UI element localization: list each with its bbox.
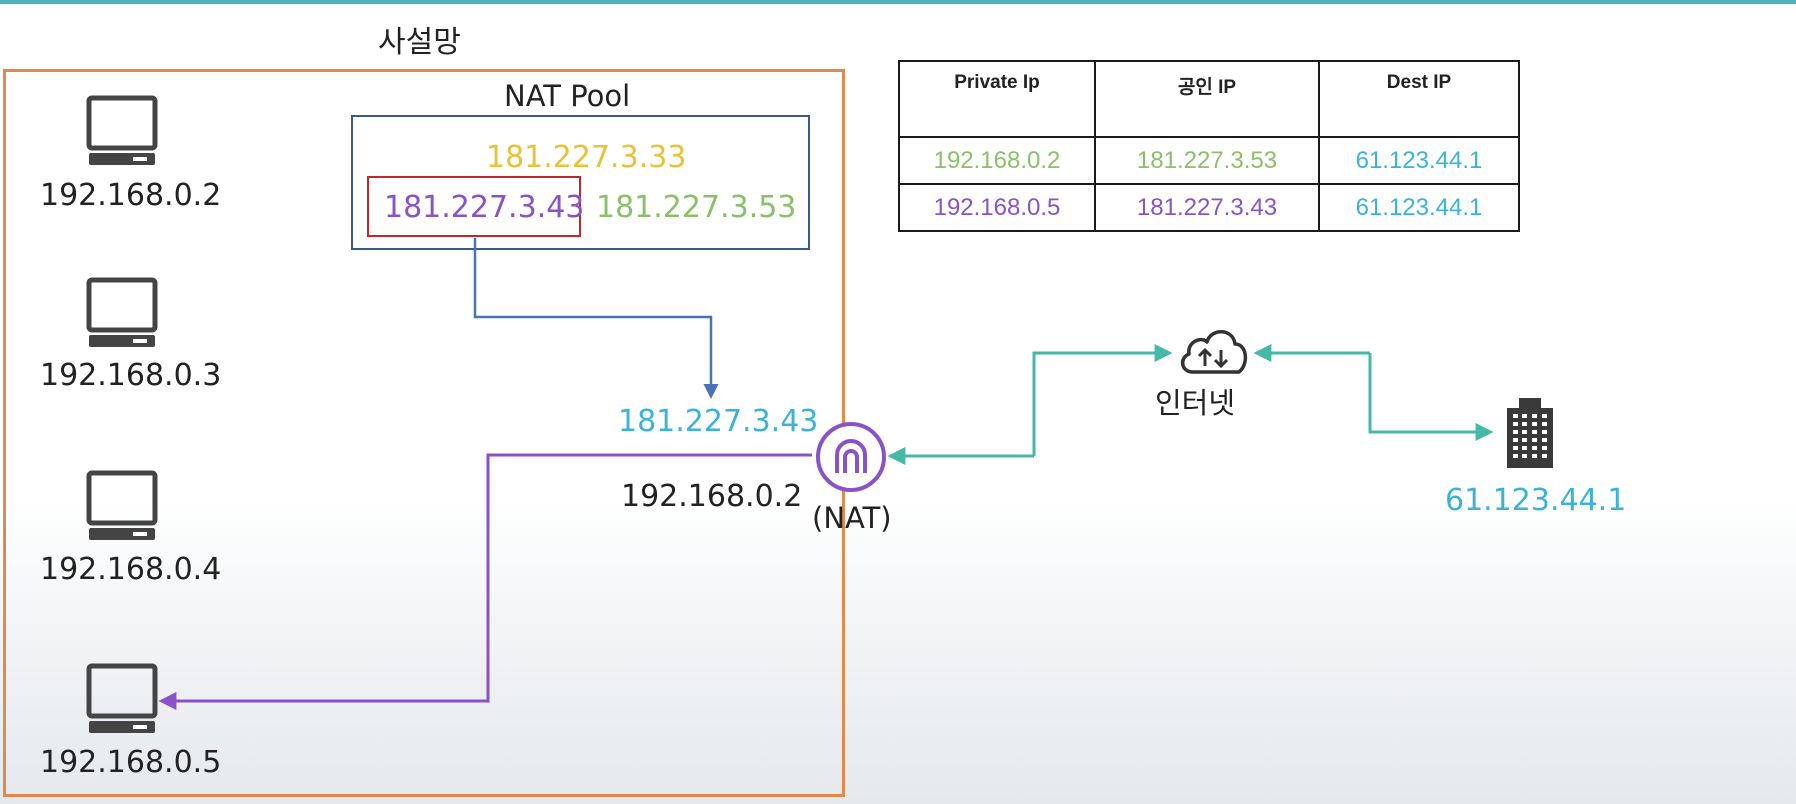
- computer-icon: [85, 277, 159, 351]
- header-public-ip: 공인 IP: [1094, 60, 1320, 138]
- nat-pool-box: [351, 115, 810, 250]
- host-ip-2: 192.168.0.3: [40, 358, 222, 393]
- nat-translation-table: Private Ip 공인 IP Dest IP 192.168.0.2 181…: [898, 60, 1520, 232]
- private-network-title: 사설망: [378, 25, 461, 60]
- nat-router-icon: [815, 421, 887, 493]
- header-private-ip: Private Ip: [898, 60, 1096, 138]
- internet-label: 인터넷: [1155, 386, 1236, 420]
- selected-pool-ip-box: [367, 176, 581, 237]
- header-dest-ip: Dest IP: [1318, 60, 1520, 138]
- nat-private-ip: 192.168.0.2: [621, 479, 803, 514]
- table-row: 192.168.0.2 181.227.3.53 61.123.44.1: [898, 136, 1520, 185]
- cell-private-ip: 192.168.0.2: [898, 136, 1096, 185]
- top-accent-bar: [0, 0, 1796, 4]
- internet-to-server-arrow: [1368, 353, 1494, 441]
- pool-to-nat-arrow: [473, 238, 719, 399]
- host-ip-4: 192.168.0.5: [40, 745, 222, 780]
- nat-to-host-arrow: [158, 453, 812, 710]
- nat-to-internet-arrow: [1032, 344, 1173, 456]
- nat-public-ip: 181.227.3.43: [618, 404, 819, 439]
- nat-pool-title: NAT Pool: [504, 79, 631, 113]
- cell-private-ip: 192.168.0.5: [898, 183, 1096, 232]
- cell-public-ip: 181.227.3.53: [1094, 136, 1320, 185]
- nat-label: (NAT): [812, 501, 892, 535]
- building-icon: [1503, 396, 1557, 470]
- table-header-row: Private Ip 공인 IP Dest IP: [898, 60, 1520, 138]
- computer-icon: [85, 95, 159, 169]
- pool-ip-1: 181.227.3.33: [486, 140, 687, 175]
- pool-ip-3: 181.227.3.53: [596, 190, 797, 225]
- cell-dest-ip: 61.123.44.1: [1318, 136, 1520, 185]
- cell-dest-ip: 61.123.44.1: [1318, 183, 1520, 232]
- cloud-upload-download-icon: [1175, 322, 1251, 380]
- host-ip-3: 192.168.0.4: [40, 552, 222, 587]
- destination-ip: 61.123.44.1: [1445, 483, 1627, 518]
- computer-icon: [85, 470, 159, 544]
- table-row: 192.168.0.5 181.227.3.43 61.123.44.1: [898, 183, 1520, 232]
- computer-icon: [85, 663, 159, 737]
- pool-ip-2: 181.227.3.43: [384, 190, 585, 225]
- cell-public-ip: 181.227.3.43: [1094, 183, 1320, 232]
- host-ip-1: 192.168.0.2: [40, 178, 222, 213]
